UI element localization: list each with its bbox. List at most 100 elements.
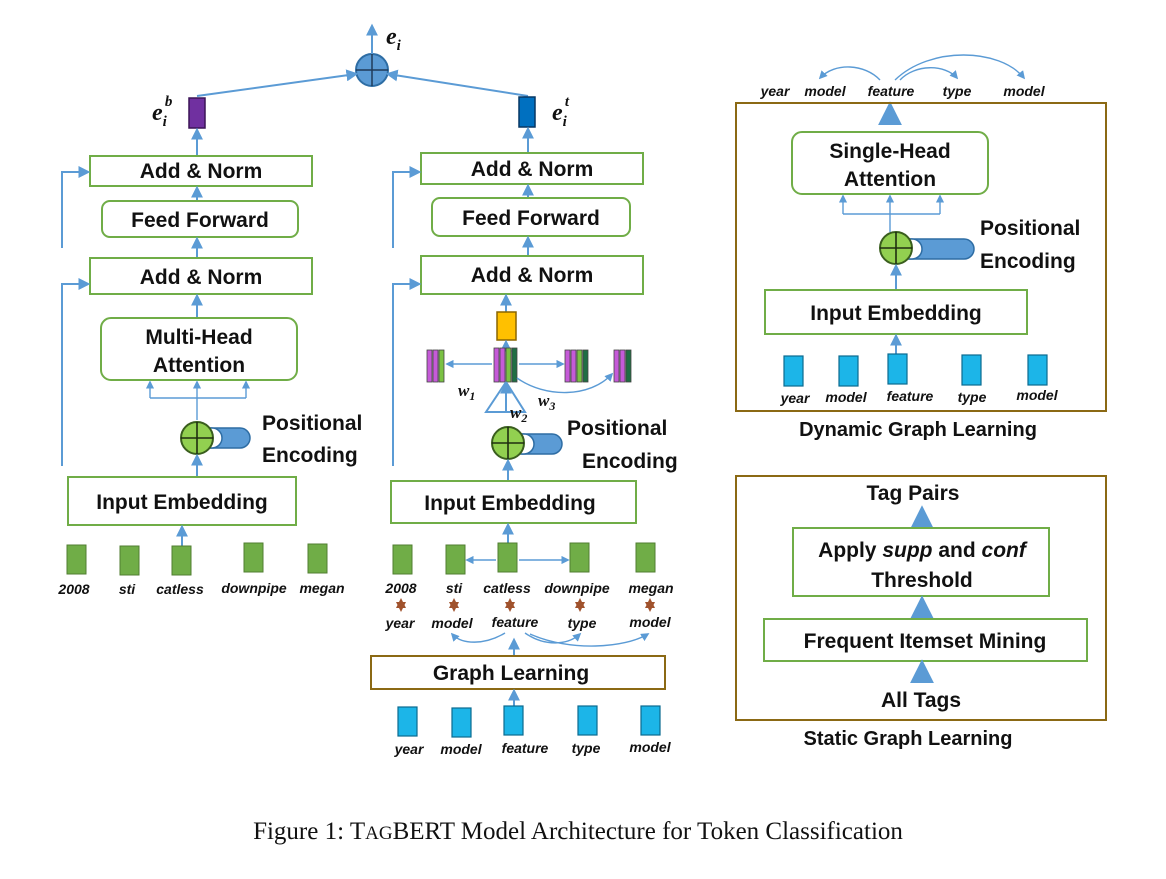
- middle-bottom-tag-block: [451, 707, 472, 738]
- middle-tag-label: type: [568, 615, 597, 631]
- left-add-norm-top-label: Add & Norm: [140, 160, 263, 183]
- dynamic-input-embedding: [764, 289, 1028, 335]
- dynamic-top-tag-label: year: [760, 83, 791, 99]
- dynamic-top-tag-label: model: [804, 83, 846, 99]
- left-add-norm-bottom: [89, 257, 313, 295]
- middle-token-block: [392, 544, 413, 575]
- bert-output-label: eib: [152, 94, 173, 130]
- left-token-label: megan: [299, 580, 344, 596]
- middle-positional-label-1: Positional: [567, 417, 667, 440]
- middle-bottom-tag-block: [397, 706, 418, 737]
- middle-tag-label: year: [385, 615, 416, 631]
- middle-tag-label: model: [431, 615, 473, 631]
- frequent-itemset-label: Frequent Itemset Mining: [804, 630, 1047, 653]
- middle-input-embedding-label: Input Embedding: [424, 492, 595, 515]
- middle-bottom-tag-block: [577, 705, 598, 736]
- middle-add-norm-bottom: [420, 255, 644, 295]
- dynamic-graph-panel: year model feature type model Single-Hea…: [735, 54, 1107, 412]
- dynamic-token-label: model: [1016, 387, 1058, 403]
- dynamic-token-label: feature: [887, 388, 934, 404]
- left-token-label: sti: [119, 581, 136, 597]
- combine-node: [355, 53, 389, 87]
- static-graph-title: Static Graph Learning: [804, 728, 1013, 750]
- left-attention-label-1: Multi-Head: [145, 326, 252, 349]
- single-head-attention-box: [791, 131, 989, 195]
- dynamic-token-label: year: [780, 390, 811, 406]
- left-token-label: downpipe: [221, 580, 287, 596]
- middle-bottom-tag-label: type: [572, 740, 601, 756]
- dynamic-token-label: model: [825, 389, 867, 405]
- single-head-label-1: Single-Head: [829, 140, 950, 163]
- dynamic-top-tag-label: feature: [868, 83, 915, 99]
- left-positional-label-2: Encoding: [262, 444, 358, 467]
- figure-caption: Figure 1: TAGBERT Model Architecture for…: [253, 818, 903, 845]
- dynamic-top-tag-label: type: [943, 83, 972, 99]
- static-graph-panel: Tag Pairs Apply supp and conf Threshold …: [735, 475, 1107, 721]
- w2-label: w2: [510, 403, 527, 425]
- middle-token-label: catless: [483, 580, 531, 596]
- attention-output-block: [496, 311, 517, 341]
- middle-positional-label-2: Encoding: [582, 450, 678, 473]
- dynamic-graph-frame: [735, 102, 1107, 412]
- graph-learning-label: Graph Learning: [433, 662, 589, 685]
- middle-add-norm-top-label: Add & Norm: [471, 158, 594, 181]
- left-token-block: [119, 545, 140, 576]
- dynamic-positional-label-1: Positional: [980, 217, 1080, 240]
- tag-pairs-label: Tag Pairs: [867, 482, 960, 505]
- dynamic-token-block: [1027, 354, 1048, 386]
- left-input-embedding-label: Input Embedding: [96, 491, 267, 514]
- left-token-label: catless: [156, 581, 204, 597]
- left-positional-adder: [180, 421, 251, 455]
- left-token-label: 2008: [57, 581, 89, 597]
- middle-add-norm-bottom-label: Add & Norm: [471, 264, 594, 287]
- left-token-block: [66, 544, 87, 575]
- middle-token-block: [569, 542, 590, 573]
- left-token-block: [171, 545, 192, 576]
- tag-output-block: [518, 96, 536, 128]
- dynamic-positional-label-2: Encoding: [980, 250, 1076, 273]
- left-feed-forward-label: Feed Forward: [131, 209, 269, 232]
- middle-input-embedding: [390, 480, 637, 524]
- dynamic-positional-adder: [879, 231, 975, 265]
- dynamic-token-block: [783, 355, 804, 387]
- middle-token-label: sti: [446, 580, 463, 596]
- middle-tag-label: feature: [492, 614, 539, 630]
- left-token-block: [243, 542, 264, 573]
- middle-bottom-tag-block: [503, 705, 524, 736]
- dynamic-token-label: type: [958, 389, 987, 405]
- middle-positional-adder: [491, 426, 563, 460]
- dynamic-token-block: [838, 355, 859, 387]
- final-embedding-label: ei: [386, 24, 402, 54]
- dynamic-graph-title: Dynamic Graph Learning: [799, 419, 1037, 441]
- apply-threshold-label-1: Apply supp and conf: [818, 539, 1028, 562]
- middle-bottom-tag-label: year: [394, 741, 425, 757]
- left-token-block: [307, 543, 328, 574]
- center-stack: [493, 347, 518, 383]
- all-tags-label: All Tags: [881, 689, 961, 712]
- middle-bottom-tag-label: feature: [502, 740, 549, 756]
- middle-token-block: [497, 542, 518, 573]
- apply-threshold-label-2: Threshold: [871, 569, 973, 592]
- dynamic-token-block: [887, 353, 908, 385]
- left-branch: eib Add & Norm Feed Forward Add & Norm M…: [57, 94, 362, 597]
- left-attention-label-2: Attention: [153, 354, 245, 377]
- left-multi-head-attention: [100, 317, 298, 381]
- neighbor-stack: [613, 349, 632, 383]
- single-head-label-2: Attention: [844, 168, 936, 191]
- left-positional-label-1: Positional: [262, 412, 362, 435]
- w1-label: w1: [458, 381, 475, 403]
- bert-output-block: [188, 97, 206, 129]
- dynamic-token-block: [961, 354, 982, 386]
- neighbor-stack: [426, 349, 445, 383]
- middle-bottom-tag-label: model: [629, 739, 671, 755]
- tag-output-label: eit: [552, 94, 570, 130]
- dynamic-top-tag-label: model: [1003, 83, 1045, 99]
- middle-bottom-tag-label: model: [440, 741, 482, 757]
- middle-token-label: 2008: [384, 580, 416, 596]
- middle-bottom-tag-block: [640, 705, 661, 736]
- middle-token-label: downpipe: [544, 580, 610, 596]
- neighbor-stack: [564, 349, 589, 383]
- dynamic-input-embedding-label: Input Embedding: [810, 302, 981, 325]
- left-add-norm-bottom-label: Add & Norm: [140, 266, 263, 289]
